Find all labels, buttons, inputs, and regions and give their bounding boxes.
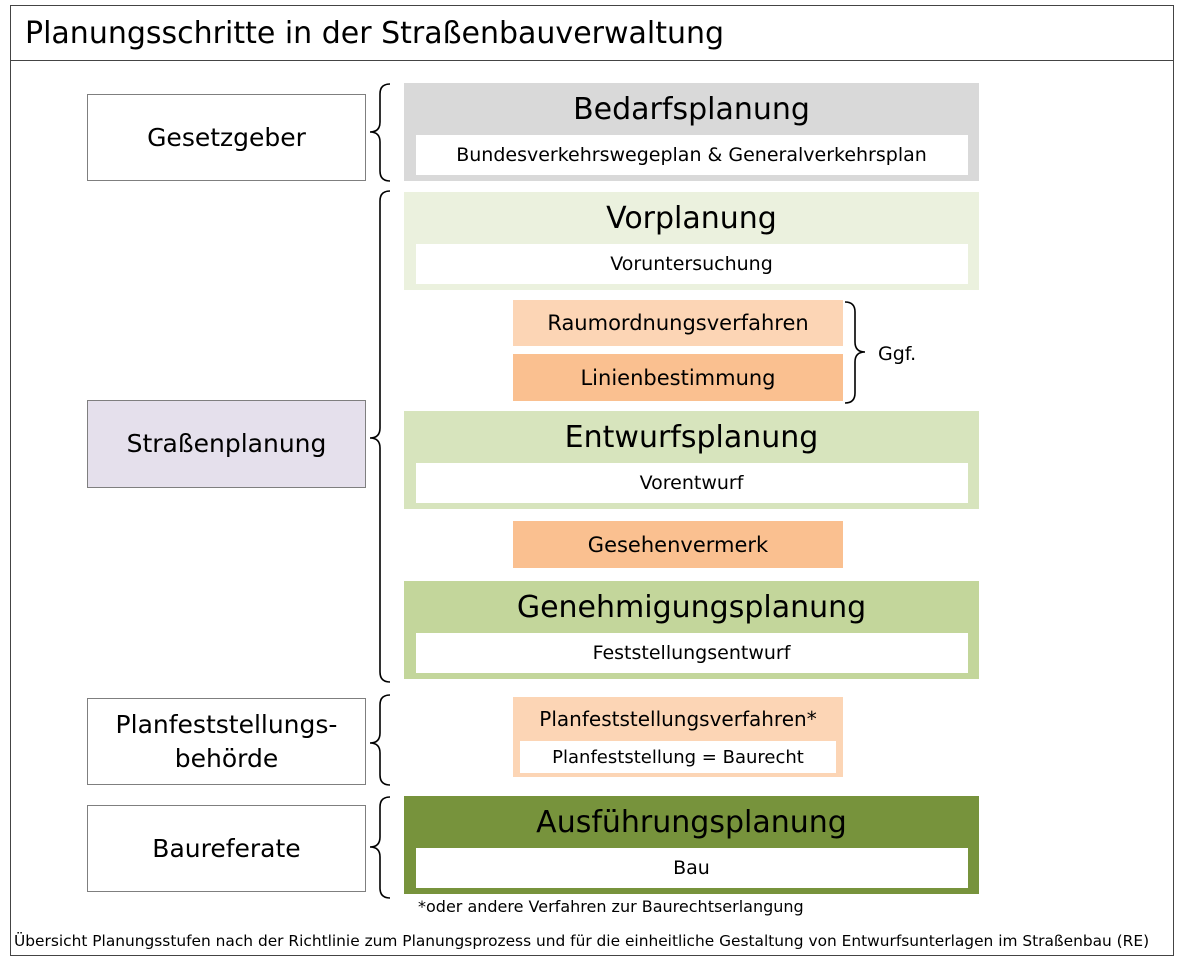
phase-vorplanung-title: Vorplanung — [606, 200, 777, 236]
phase-bedarfsplanung: Bedarfsplanung Bundesverkehrswegeplan & … — [404, 83, 979, 181]
step-planfeststellungsverfahren-sub: Planfeststellung = Baurecht — [520, 741, 836, 773]
phase-ausfuehrungsplanung-title: Ausführungsplanung — [536, 804, 847, 840]
phase-entwurfsplanung-sub: Vorentwurf — [415, 463, 968, 503]
step-linienbestimmung: Linienbestimmung — [513, 354, 843, 401]
actor-baureferate-label: Baureferate — [152, 833, 301, 863]
phase-genehmigungsplanung-title: Genehmigungsplanung — [516, 589, 867, 625]
footnote: *oder andere Verfahren zur Baurechtserla… — [418, 897, 804, 916]
phase-ausfuehrungsplanung-sub: Bau — [415, 848, 968, 888]
step-linienbestimmung-label: Linienbestimmung — [580, 365, 776, 390]
brace-ggf — [844, 301, 866, 404]
actor-baureferate: Baureferate — [87, 805, 366, 892]
actor-planfeststellungsbehoerde-line2: behörde — [174, 743, 279, 773]
brace-planfeststellung — [369, 694, 391, 786]
diagram-title: Planungsschritte in der Straßenbauverwal… — [10, 5, 1174, 61]
brace-gesetzgeber — [369, 83, 391, 182]
step-gesehenvermerk-label: Gesehenvermerk — [587, 532, 769, 557]
phase-vorplanung: Vorplanung Voruntersuchung — [404, 192, 979, 290]
actor-gesetzgeber-label: Gesetzgeber — [147, 122, 306, 152]
actor-strassenplanung-label: Straßenplanung — [126, 429, 327, 458]
actor-strassenplanung: Straßenplanung — [87, 400, 366, 488]
actor-gesetzgeber: Gesetzgeber — [87, 94, 366, 181]
phase-bedarfsplanung-title: Bedarfsplanung — [573, 91, 810, 127]
step-raumordnungsverfahren: Raumordnungsverfahren — [513, 300, 843, 346]
step-raumordnungsverfahren-label: Raumordnungsverfahren — [547, 311, 809, 335]
phase-vorplanung-sub: Voruntersuchung — [415, 244, 968, 284]
caption: Übersicht Planungsstufen nach der Richtl… — [14, 932, 1150, 950]
brace-strassenplanung — [369, 190, 391, 683]
step-planfeststellungsverfahren-label: Planfeststellungsverfahren* — [539, 707, 817, 731]
phase-bedarfsplanung-sub: Bundesverkehrswegeplan & Generalverkehrs… — [415, 135, 968, 175]
actor-planfeststellungsbehoerde-line1: Planfeststellungs- — [115, 709, 338, 739]
phase-ausfuehrungsplanung: Ausführungsplanung Bau — [404, 796, 979, 894]
brace-baureferate — [369, 796, 391, 899]
step-planfeststellungsverfahren: Planfeststellungsverfahren* Planfeststel… — [513, 697, 843, 777]
phase-entwurfsplanung: Entwurfsplanung Vorentwurf — [404, 411, 979, 509]
actor-planfeststellungsbehoerde: Planfeststellungs- behörde — [87, 698, 366, 785]
phase-genehmigungsplanung-sub: Feststellungsentwurf — [415, 633, 968, 673]
step-gesehenvermerk: Gesehenvermerk — [513, 521, 843, 568]
phase-entwurfsplanung-title: Entwurfsplanung — [564, 419, 819, 455]
phase-genehmigungsplanung: Genehmigungsplanung Feststellungsentwurf — [404, 581, 979, 679]
ggf-label: Ggf. — [878, 343, 917, 365]
